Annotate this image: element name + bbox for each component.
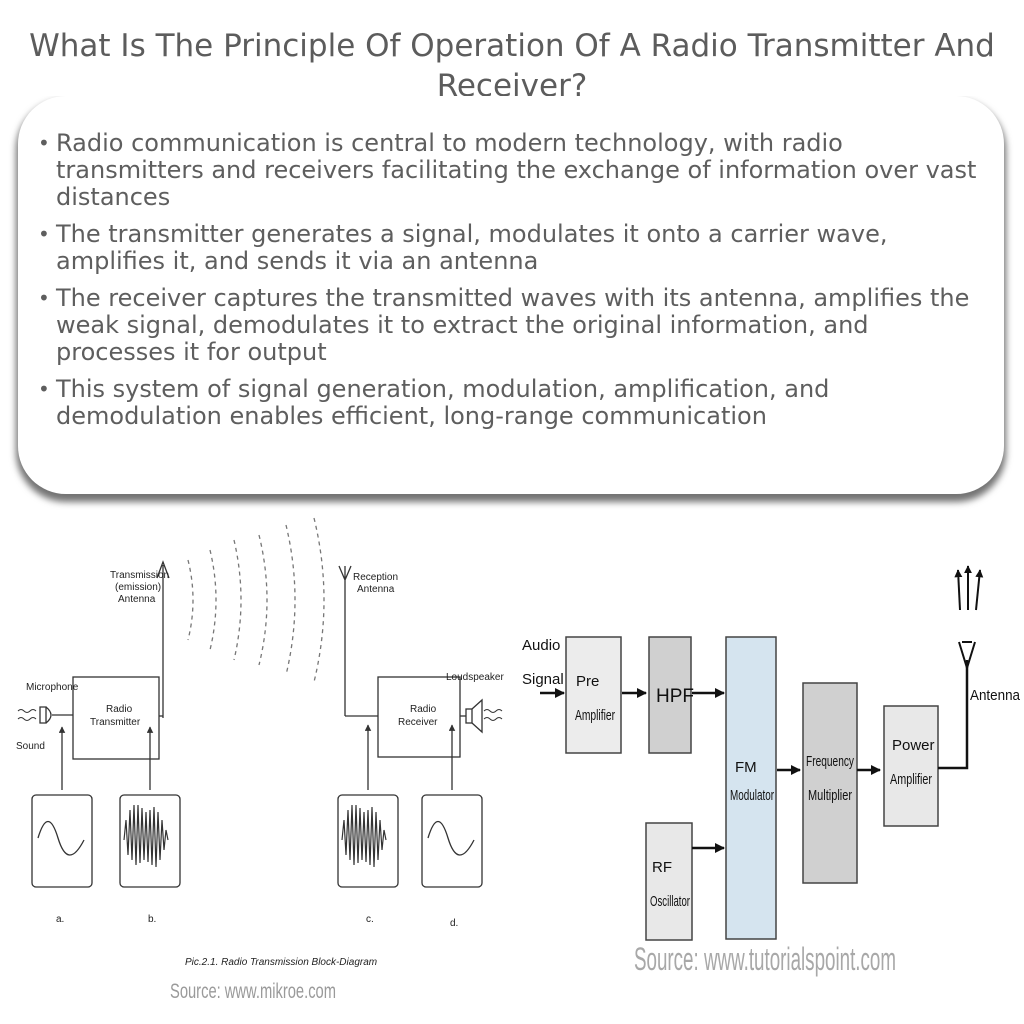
microphone-icon [39, 706, 73, 724]
panel-a [31, 794, 93, 888]
radio-transmitter-label-1: Radio [106, 704, 133, 715]
power-amplifier-box [883, 705, 939, 827]
radio-waves [187, 517, 325, 683]
rx-antenna-label-2: Antenna [357, 584, 395, 595]
left-block-diagram [17, 517, 503, 888]
tx-antenna-label-1: Transmission [110, 570, 169, 581]
antenna-icon [958, 641, 976, 672]
bullet-text: The receiver captures the transmitted wa… [56, 284, 970, 366]
frequency-multiplier-box [802, 682, 858, 884]
power-amplifier-label-2: Amplifier [890, 771, 932, 788]
bullet-dot-icon: • [38, 131, 50, 155]
radio-receiver-box [377, 676, 461, 758]
panel-a-label: a. [56, 914, 64, 925]
bullet-dot-icon: • [38, 377, 50, 401]
radio-receiver-label-1: Radio [410, 704, 437, 715]
frequency-multiplier-label-2: Multiplier [808, 787, 852, 804]
rf-oscillator-label-2: Oscillator [650, 893, 690, 910]
bullet-item: •This system of signal generation, modul… [36, 376, 986, 430]
diagrams-area: Transmission (emission) Antenna Receptio… [16, 517, 1021, 1003]
tx-antenna-icon [156, 560, 170, 718]
left-caption: Pic.2.1. Radio Transmission Block-Diagra… [185, 957, 377, 968]
sound-waves-icon [17, 709, 37, 721]
bullet-text: Radio communication is central to modern… [56, 129, 977, 211]
pre-amplifier-box [565, 636, 622, 754]
left-source: Source: www.mikroe.com [170, 980, 336, 1003]
panel-c [337, 794, 399, 888]
hpf-label: HPF [656, 686, 694, 707]
bullet-text: The transmitter generates a signal, modu… [56, 220, 888, 275]
bullet-item: •Radio communication is central to moder… [36, 130, 986, 211]
radio-transmitter-label-2: Transmitter [90, 717, 141, 728]
rx-antenna-icon [338, 565, 352, 716]
text-card [18, 96, 1004, 494]
panel-b-label: b. [148, 914, 156, 925]
bullet-item: •The transmitter generates a signal, mod… [36, 221, 986, 275]
frequency-multiplier-label-1: Frequency [806, 753, 854, 770]
loudspeaker-label: Loudspeaker [446, 672, 504, 683]
fm-modulator-label-2: Modulator [730, 787, 774, 804]
sound-label: Sound [16, 741, 45, 752]
hpf-box [648, 636, 692, 754]
fm-modulator-box [725, 636, 777, 940]
tx-antenna-label-2: (emission) [115, 582, 161, 593]
rx-antenna-label-1: Reception [353, 572, 398, 583]
bullet-dot-icon: • [38, 222, 50, 246]
audio-signal-label-1: Audio [522, 637, 560, 654]
panel-d-label: d. [450, 918, 458, 929]
page-title: What Is The Principle Of Operation Of A … [29, 28, 995, 104]
bullet-text: This system of signal generation, modula… [56, 375, 830, 430]
radio-receiver-label-2: Receiver [398, 717, 438, 728]
rf-oscillator-box [645, 822, 693, 941]
loudspeaker-icon [465, 698, 483, 734]
power-amplifier-label-1: Power [892, 737, 935, 754]
pre-amplifier-label-2: Amplifier [575, 707, 615, 724]
sound-out-waves-icon [483, 709, 503, 721]
panel-d [421, 794, 483, 888]
pre-amplifier-label-1: Pre [576, 673, 599, 690]
rf-oscillator-label-1: RF [652, 859, 672, 876]
microphone-label: Microphone [26, 682, 79, 693]
right-source: Source: www.tutorialspoint.com [634, 941, 896, 977]
fm-modulator-label-1: FM [735, 759, 757, 776]
panel-b [119, 794, 181, 888]
antenna-label: Antenna [970, 687, 1021, 704]
panel-c-label: c. [366, 914, 374, 925]
radio-transmitter-box [72, 676, 160, 760]
bullet-dot-icon: • [38, 286, 50, 310]
tx-antenna-label-3: Antenna [118, 594, 156, 605]
right-block-diagram [540, 565, 984, 941]
bullet-list: •Radio communication is central to moder… [36, 130, 986, 440]
bullet-item: •The receiver captures the transmitted w… [36, 285, 986, 366]
audio-signal-label-2: Signal [522, 671, 564, 688]
